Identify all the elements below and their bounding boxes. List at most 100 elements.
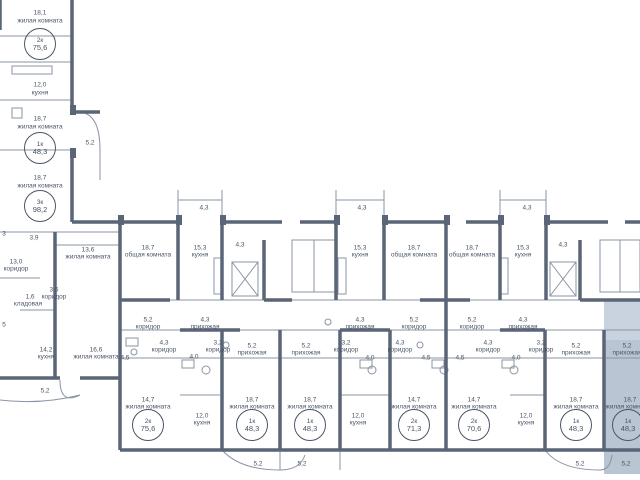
upper-3k-room-label: жилая комната bbox=[17, 182, 63, 190]
room-label: общая комната bbox=[124, 251, 172, 259]
badge-apartment-1[interactable]: 2к 75,6 bbox=[132, 409, 164, 441]
upper-balcony-area: 5,2 bbox=[85, 139, 95, 147]
room-area: 3,5 bbox=[49, 286, 59, 294]
room-label: кладовая bbox=[13, 300, 43, 308]
balcony-area: 5,2 bbox=[575, 460, 585, 468]
room-label: жилая комната bbox=[605, 403, 640, 411]
room-label: жилая комната bbox=[553, 403, 599, 411]
room-label: жилая комната bbox=[451, 403, 497, 411]
room-label: коридор bbox=[41, 293, 67, 301]
badge-type: 1к bbox=[572, 417, 580, 425]
room-area: 3,2 bbox=[536, 339, 546, 347]
room-label: коридор bbox=[135, 323, 161, 331]
balcony-area: 4,3 bbox=[199, 204, 209, 212]
badge-apartment-4[interactable]: 2к 71,3 bbox=[398, 409, 430, 441]
badge-1k-upper[interactable]: 1к 48,3 bbox=[24, 132, 56, 164]
upper-kitchen-area: 12,0 bbox=[33, 81, 47, 89]
room-label: коридор bbox=[475, 346, 501, 354]
upper-1k-room-label: жилая комната bbox=[17, 123, 63, 131]
room-label: кухня bbox=[517, 419, 535, 427]
badge-area: 48,3 bbox=[32, 146, 48, 156]
room-area: 4,0 bbox=[511, 354, 521, 362]
upper-2k-room-label: жилая комната bbox=[17, 17, 63, 25]
room-area: 3 bbox=[2, 230, 6, 238]
room-area: 4,5 bbox=[120, 354, 130, 362]
badge-area: 75,6 bbox=[140, 423, 156, 433]
room-area: 4,3 bbox=[518, 316, 528, 324]
balcony-area: 5,2 bbox=[621, 460, 631, 468]
badge-area: 48,3 bbox=[244, 423, 260, 433]
room-area: 5,2 bbox=[143, 316, 153, 324]
badge-type: 2к bbox=[144, 417, 152, 425]
badge-apartment-3[interactable]: 1к 48,3 bbox=[294, 409, 326, 441]
badge-apartment-6[interactable]: 1к 48,3 bbox=[560, 409, 592, 441]
room-area: 5 bbox=[2, 321, 6, 329]
badge-apartment-5[interactable]: 2к 70,6 bbox=[458, 409, 490, 441]
room-area: 3,2 bbox=[213, 339, 223, 347]
room-area: 12,0 bbox=[351, 412, 365, 420]
room-label: коридор bbox=[528, 346, 554, 354]
columns bbox=[70, 105, 550, 225]
room-area: 18,7 bbox=[141, 244, 155, 252]
room-label: коридор bbox=[387, 346, 413, 354]
room-area: 5,2 bbox=[622, 342, 632, 350]
badge-apartment-7[interactable]: 1к 48,3 bbox=[612, 409, 640, 441]
balcony-area: 5,2 bbox=[40, 387, 50, 395]
room-area: 14,7 bbox=[407, 396, 421, 404]
room-label: жилая комната bbox=[229, 403, 275, 411]
room-label: коридор bbox=[333, 346, 359, 354]
badge-apartment-2[interactable]: 1к 48,3 bbox=[236, 409, 268, 441]
room-area: 4,3 bbox=[355, 316, 365, 324]
room-area: 1,6 bbox=[25, 293, 35, 301]
room-area: 18,7 bbox=[465, 244, 479, 252]
room-label: кухня bbox=[37, 353, 55, 361]
upper-kitchen-label: кухня bbox=[31, 89, 49, 97]
badge-area: 98,2 bbox=[32, 204, 48, 214]
room-area: 18,7 bbox=[245, 396, 259, 404]
room-label: прихожая bbox=[508, 323, 538, 331]
room-label: коридор bbox=[401, 323, 427, 331]
room-area: 14,7 bbox=[141, 396, 155, 404]
room-area: 13,6 bbox=[81, 246, 95, 254]
badge-type: 2к bbox=[36, 36, 44, 44]
badge-area: 75,6 bbox=[32, 42, 48, 52]
room-area: 18,7 bbox=[569, 396, 583, 404]
room-label: прихожая bbox=[190, 323, 220, 331]
room-label: жилая комната bbox=[391, 403, 437, 411]
badge-area: 48,3 bbox=[302, 423, 318, 433]
room-area: 5,2 bbox=[301, 342, 311, 350]
room-area: 5,2 bbox=[571, 342, 581, 350]
room-label: коридор bbox=[151, 346, 177, 354]
balcony-area: 4,3 bbox=[522, 204, 532, 212]
badge-type: 1к bbox=[248, 417, 256, 425]
room-label: жилая комната bbox=[73, 353, 119, 361]
room-area: 12,0 bbox=[195, 412, 209, 420]
room-area: 5,2 bbox=[409, 316, 419, 324]
room-label: коридор bbox=[459, 323, 485, 331]
room-label: кухня bbox=[193, 419, 211, 427]
balcony-area: 5,2 bbox=[253, 460, 263, 468]
badge-area: 71,3 bbox=[406, 423, 422, 433]
badge-type: 1к bbox=[624, 417, 632, 425]
badge-type: 1к bbox=[306, 417, 314, 425]
badge-3k-upper[interactable]: 3к 98,2 bbox=[24, 190, 56, 222]
room-label: общая комната bbox=[390, 251, 438, 259]
room-area: 18,7 bbox=[303, 396, 317, 404]
room-area: 3,9 bbox=[29, 234, 39, 242]
upper-2k-room-area: 18,1 bbox=[33, 9, 47, 17]
room-area: 18,7 bbox=[407, 244, 421, 252]
room-area: 12,0 bbox=[519, 412, 533, 420]
room-area: 5,2 bbox=[467, 316, 477, 324]
room-label: жилая комната bbox=[287, 403, 333, 411]
room-area: 14,7 bbox=[467, 396, 481, 404]
upper-3k-room-area: 18,7 bbox=[33, 174, 47, 182]
room-label: кухня bbox=[349, 419, 367, 427]
room-label: жилая комната bbox=[125, 403, 171, 411]
upper-1k-room-area: 18,7 bbox=[33, 115, 47, 123]
room-area: 16,6 bbox=[89, 346, 103, 354]
badge-2k-upper[interactable]: 2к 75,6 bbox=[24, 28, 56, 60]
badge-area: 48,3 bbox=[620, 423, 636, 433]
room-area: 18,7 bbox=[623, 396, 637, 404]
room-label: прихожая bbox=[345, 323, 375, 331]
